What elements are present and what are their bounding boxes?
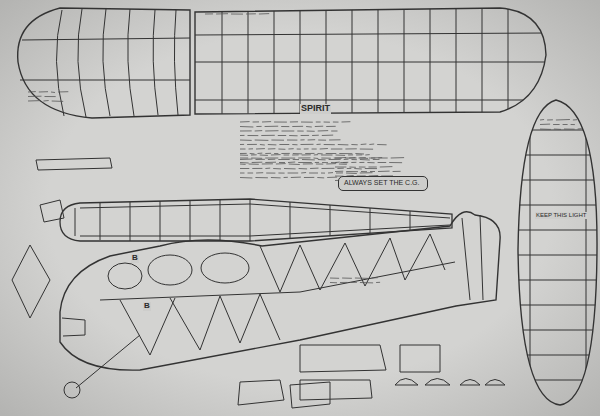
note-scribble (240, 162, 347, 163)
note-scribble (540, 119, 577, 121)
title-text: SPIRIT (300, 104, 331, 114)
note-scribble (240, 173, 373, 174)
note-scribble (240, 163, 347, 165)
note-scribble (335, 171, 401, 173)
note-scribble (28, 96, 56, 97)
note-scribble (240, 126, 336, 128)
note-scribble (240, 139, 341, 141)
note-label: KEEP THIS LIGHT (535, 212, 587, 219)
note-scribble (205, 13, 269, 15)
note-scribble (330, 277, 378, 279)
note-scribble (240, 135, 333, 137)
note-scribble (335, 166, 392, 168)
note-text: ALWAYS SET THE C.G. (344, 179, 422, 186)
note-scribble (28, 91, 68, 93)
note-scribble (240, 177, 337, 179)
note-scribble (240, 121, 350, 123)
station-letter: B (131, 254, 139, 263)
note-scribble (240, 148, 373, 150)
note-scribble (240, 130, 338, 132)
note-scribble (335, 157, 404, 159)
station-letter: B (143, 302, 151, 311)
note-box: ALWAYS SET THE C.G. (338, 176, 428, 191)
note-scribble (330, 282, 380, 284)
note-scribble (240, 159, 380, 160)
note-scribble (240, 154, 370, 156)
note-scribble (540, 124, 575, 126)
note-scribble (240, 168, 377, 170)
note-scribble (240, 144, 387, 145)
note-scribble (240, 153, 364, 155)
note-scribble (28, 100, 63, 102)
note-scribble (335, 162, 402, 164)
note-scribble (540, 128, 582, 130)
